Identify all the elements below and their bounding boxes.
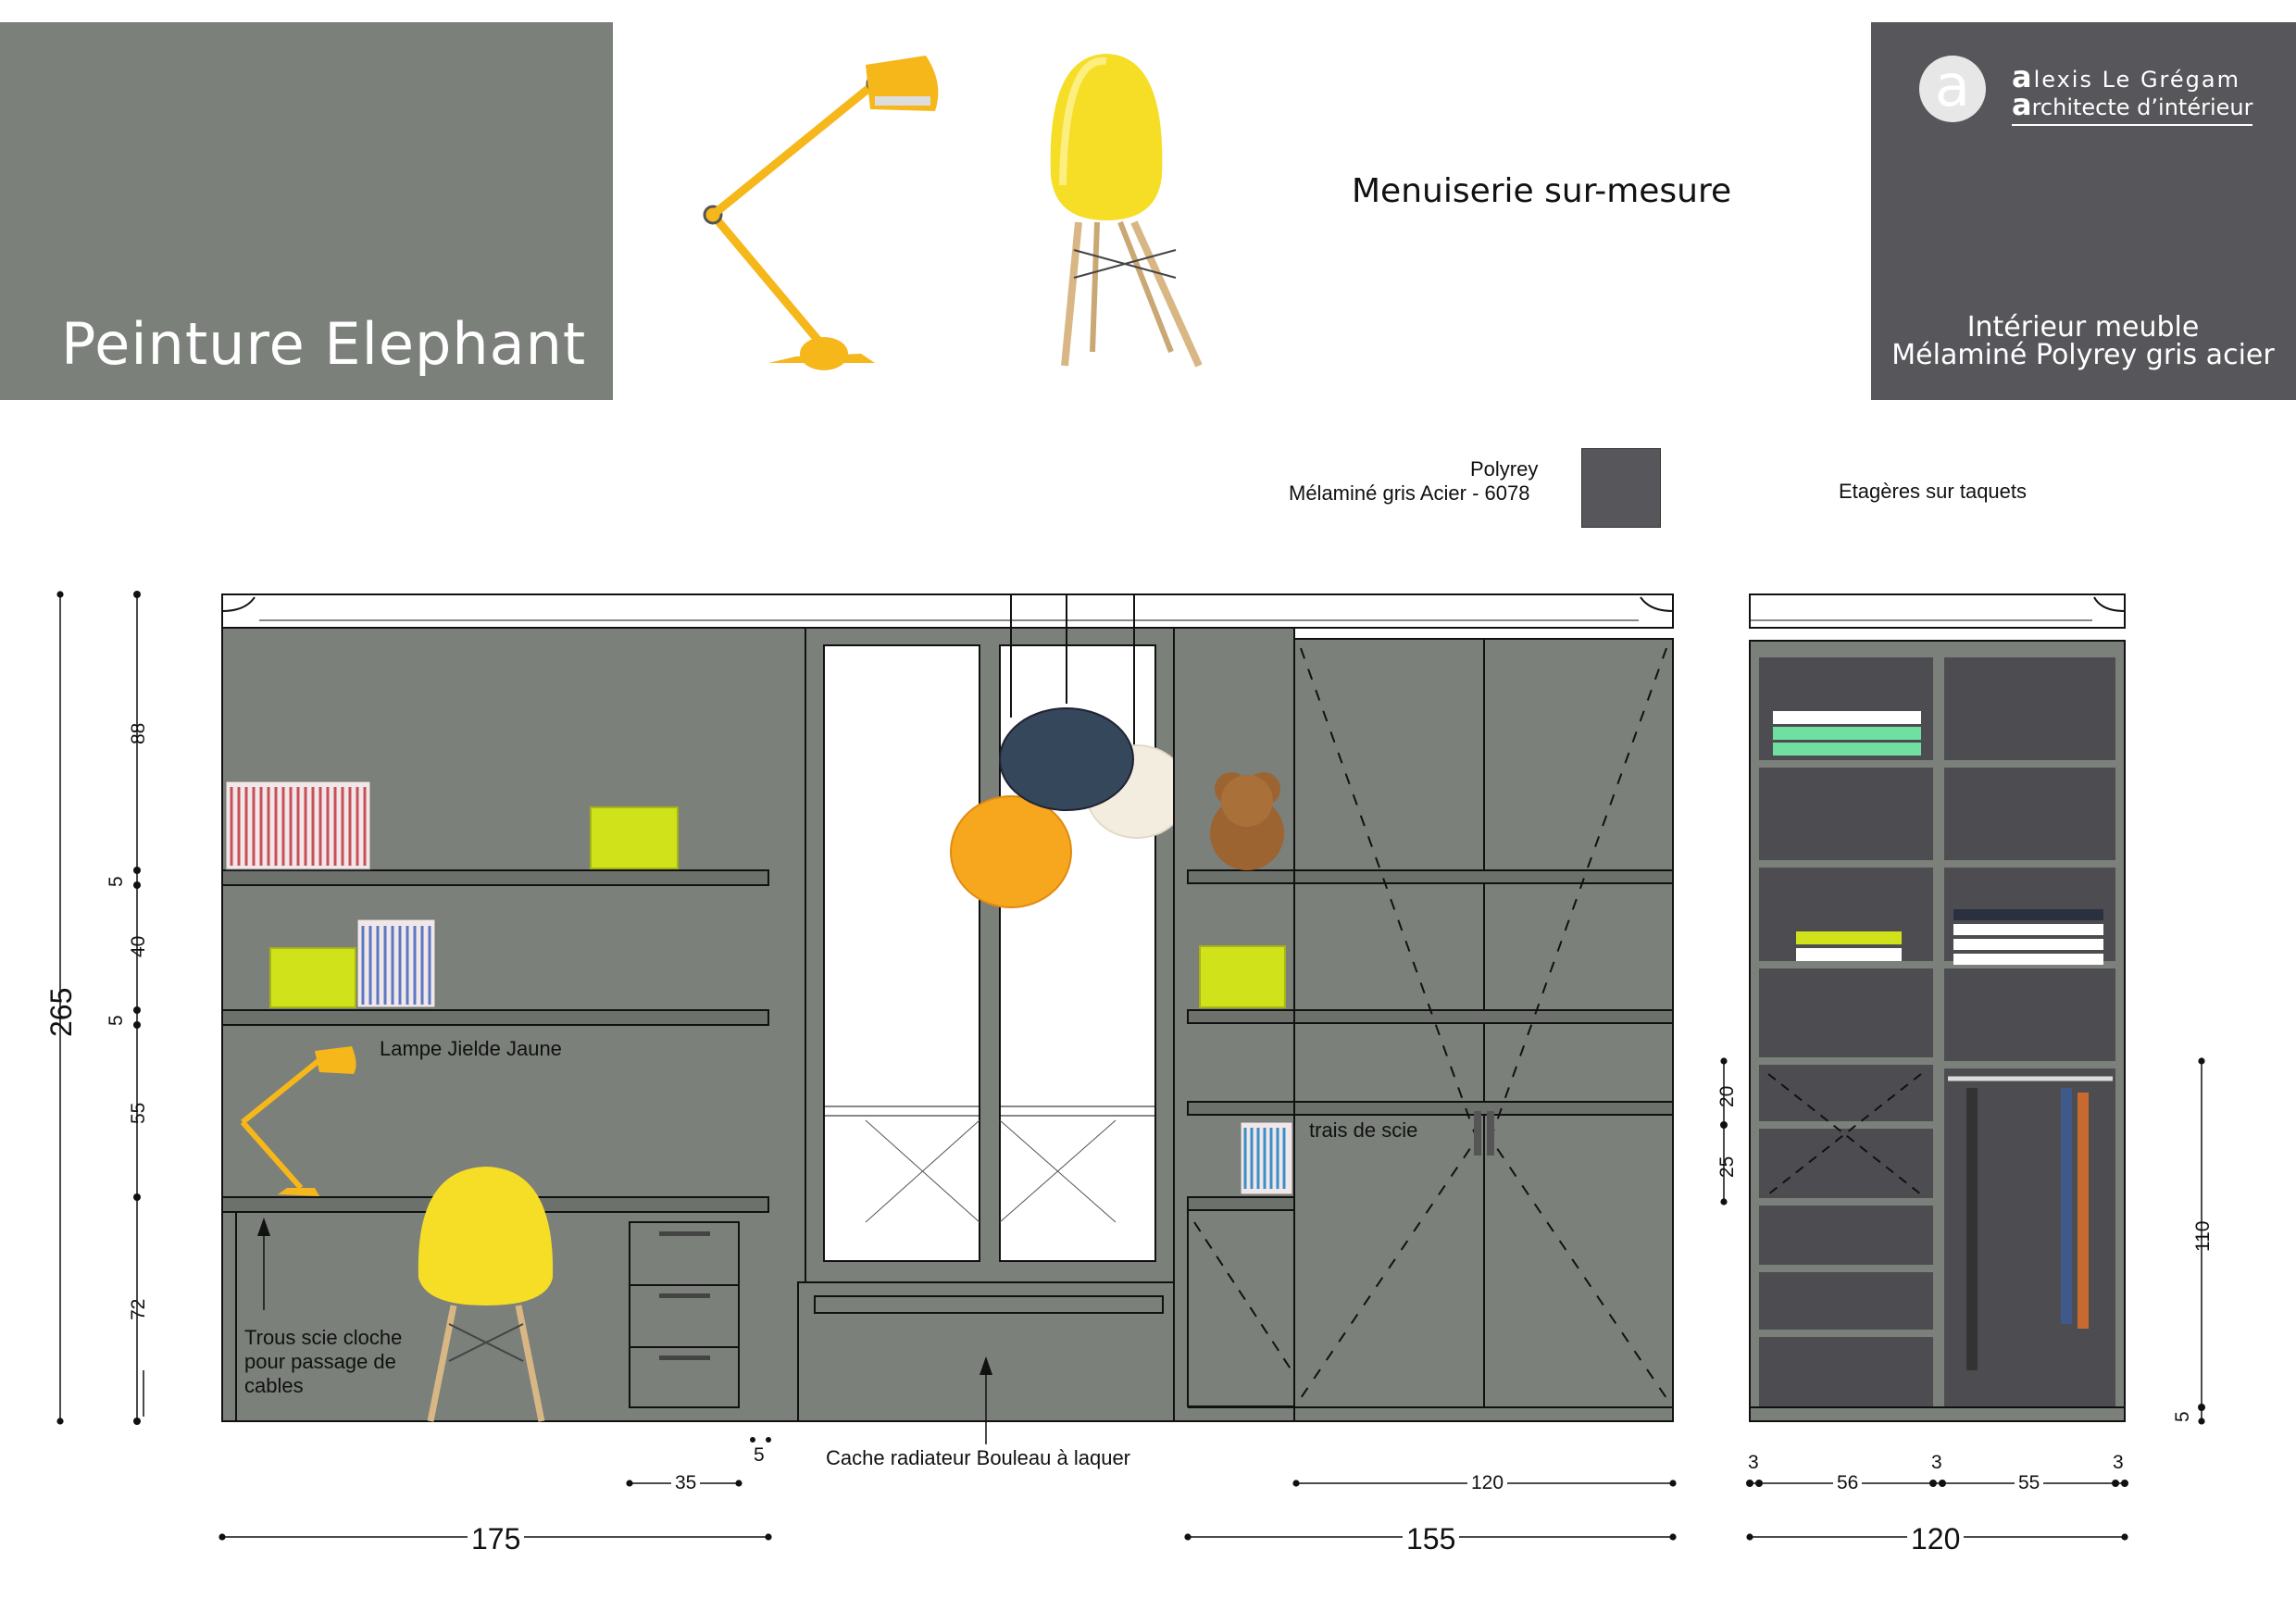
interior-line2: Mélaminé Polyrey gris acier bbox=[1891, 339, 2275, 371]
brand-initial: a bbox=[2012, 59, 2034, 94]
saw-label: trais de scie bbox=[1309, 1118, 1418, 1142]
radiator-label: Cache radiateur Bouleau à laquer bbox=[826, 1446, 1131, 1469]
desk-chair bbox=[418, 1167, 554, 1422]
chair-illustration bbox=[1050, 54, 1203, 368]
dim-total-height: 265 bbox=[44, 987, 78, 1037]
pendant-lamps bbox=[950, 594, 1189, 908]
dim-shelf2: 5 bbox=[106, 1015, 127, 1026]
storage-box bbox=[590, 806, 679, 869]
legend-material: Mélaminé gris Acier - 6078 bbox=[1289, 481, 1530, 505]
legend-brand: Polyrey bbox=[1470, 457, 1539, 481]
dim-doors-width: 120 bbox=[1467, 1472, 1508, 1494]
interior-material: Intérieur meuble Mélaminé Polyrey gris a… bbox=[1889, 314, 2277, 369]
menu-title: Menuiserie sur-mesure bbox=[1352, 172, 1732, 210]
paint-color-panel: Peinture Elephant bbox=[0, 22, 613, 400]
dim-gap1: 40 bbox=[128, 935, 149, 957]
dim-drawer-h1: 20 bbox=[1716, 1085, 1738, 1107]
books-small bbox=[1240, 1121, 1293, 1195]
dim-side-width: 120 bbox=[1907, 1522, 1965, 1556]
storage-box bbox=[1199, 945, 1286, 1008]
dim-top: 88 bbox=[128, 722, 149, 744]
brand-role-initial: a bbox=[2012, 87, 2032, 122]
paint-title: Peinture Elephant bbox=[61, 310, 587, 378]
dim-left-width: 175 bbox=[468, 1522, 525, 1556]
dim-right-width: 155 bbox=[1403, 1522, 1460, 1556]
dim-hang-height: 110 bbox=[2192, 1220, 2214, 1252]
brand-logo: a bbox=[1919, 56, 1986, 122]
dim-shelf1: 5 bbox=[106, 876, 127, 887]
holes-label-2: pour passage de bbox=[244, 1350, 396, 1373]
folded-linens bbox=[1773, 711, 2103, 965]
dim-side-right-col: 55 bbox=[2015, 1472, 2044, 1494]
dim-gap2: 55 bbox=[128, 1102, 149, 1124]
brand-name: alexis Le Grégam bbox=[2012, 59, 2240, 94]
teddy-bear bbox=[1210, 772, 1284, 870]
holes-label-1: Trous scie cloche bbox=[244, 1326, 403, 1349]
dim-side-left-col: 56 bbox=[1833, 1472, 1863, 1494]
dim-side-panel-right: 3 bbox=[2113, 1452, 2124, 1473]
brand-panel: a alexis Le Grégam architecte d’intérieu… bbox=[1871, 22, 2296, 400]
material-swatch bbox=[1581, 448, 1661, 528]
brand-role: architecte d’intérieur bbox=[2012, 87, 2253, 126]
shelves-note: Etagères sur taquets bbox=[1839, 480, 2028, 503]
dim-gap-width: 5 bbox=[754, 1444, 765, 1466]
dim-side-panel-left: 3 bbox=[1748, 1452, 1759, 1473]
lamp-illustration bbox=[703, 56, 939, 370]
books-shelf-1 bbox=[225, 781, 371, 870]
dim-desk: 72 bbox=[128, 1298, 149, 1320]
interior-line1: Intérieur meuble bbox=[1966, 311, 2200, 344]
brand-logo-letter: a bbox=[1935, 52, 1970, 119]
dim-base-height: 5 bbox=[2172, 1411, 2193, 1422]
brand-name-rest: lexis Le Grégam bbox=[2033, 67, 2240, 93]
dim-drawer-h2: 25 bbox=[1716, 1156, 1738, 1178]
brand-role-rest: rchitecte d’intérieur bbox=[2031, 94, 2253, 120]
holes-label-3: cables bbox=[244, 1374, 304, 1397]
dim-side-panel-mid: 3 bbox=[1931, 1452, 1942, 1473]
lamp-label: Lampe Jielde Jaune bbox=[380, 1037, 562, 1060]
books-shelf-2 bbox=[356, 918, 436, 1008]
dim-drawer-width: 35 bbox=[671, 1472, 701, 1494]
desk-lamp bbox=[240, 1046, 356, 1196]
storage-box bbox=[269, 947, 356, 1008]
